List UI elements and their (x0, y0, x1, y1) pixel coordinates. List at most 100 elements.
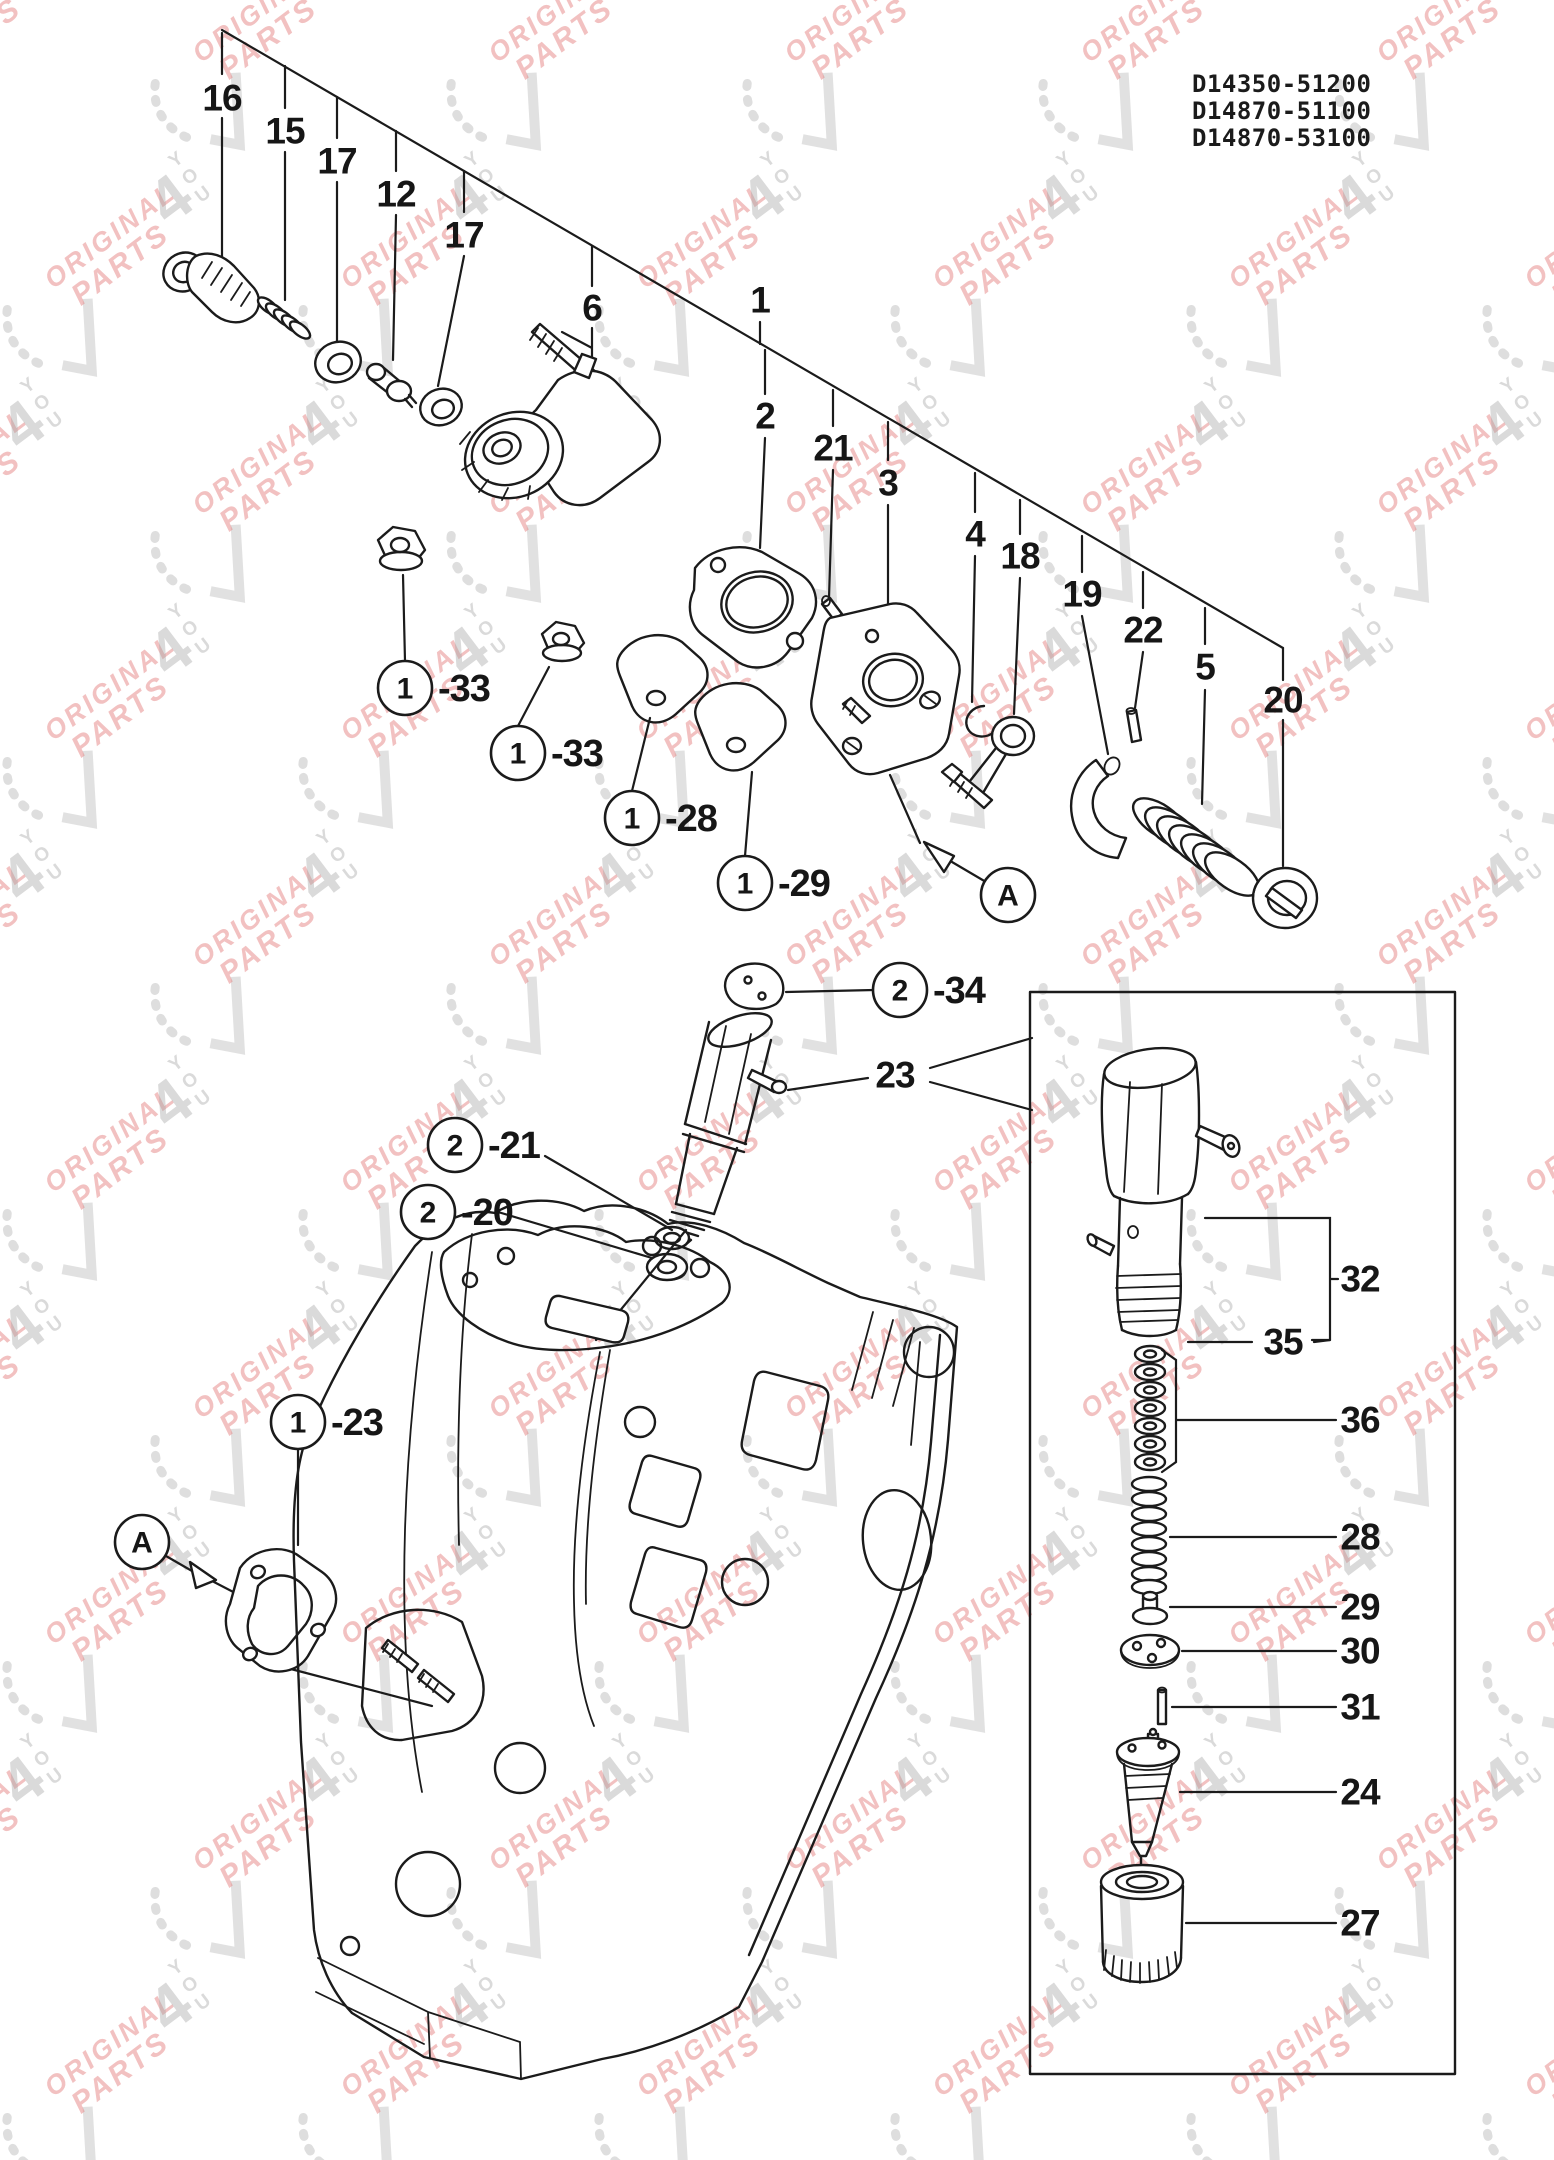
shim-part-28 (616, 634, 709, 724)
ref-suffix: -23 (331, 1402, 383, 1444)
watermark-word-original: ORIGINAL (1519, 177, 1554, 295)
callout-label-12: 12 (376, 174, 416, 215)
engine-block (292, 1199, 959, 2081)
watermark-word-parts: PARTS (0, 0, 28, 86)
watermark-checkmark-icon (653, 298, 690, 377)
ref-suffix: -34 (933, 970, 986, 1012)
watermark-dotted-arc-icon (2, 1202, 44, 1272)
assembly-axis (220, 28, 1285, 868)
watermark-checkmark-icon (1245, 298, 1282, 377)
ref-circle (376, 659, 434, 717)
watermark-dotted-arc-icon (1186, 750, 1228, 820)
watermark-checkmark-icon (1541, 2106, 1554, 2160)
ref-symbol: 2 (447, 1130, 464, 1163)
circled-ref-r23: 1-23 (269, 1393, 384, 1451)
detail-holder-part-32 (1086, 1046, 1241, 1338)
callout-label-16: 16 (202, 78, 242, 119)
ref-circle (489, 724, 547, 782)
spring-part-5 (1131, 797, 1261, 897)
nut-part-33b (540, 620, 586, 663)
ref-symbol: 1 (737, 868, 754, 901)
watermark-dotted-arc-icon (150, 1428, 192, 1498)
watermark-dotted-arc-icon (2, 750, 44, 820)
ref-circle (603, 789, 661, 847)
watermark-checkmark-icon (1245, 2106, 1282, 2160)
callout-label-3: 3 (878, 463, 898, 504)
ref-circle (399, 1183, 457, 1241)
watermark-checkmark-icon (61, 2106, 98, 2160)
plate-part-30d (1119, 1633, 1338, 1669)
watermark-word-original: ORIGINAL (1519, 1533, 1554, 1651)
watermark-dotted-arc-icon (1038, 524, 1080, 594)
watermark-dotted-arc-icon (446, 72, 488, 142)
watermark-checkmark-icon (653, 1654, 690, 1733)
holder-part-6 (459, 352, 661, 507)
nut-part-33a (376, 525, 427, 572)
circled-ref-aLeft: A (113, 1513, 171, 1571)
nut-part-27d (1099, 1863, 1338, 1984)
watermark-checkmark-icon (1245, 750, 1282, 829)
watermark-dotted-arc-icon (1334, 976, 1376, 1046)
watermark-checkmark-icon (1541, 298, 1554, 377)
ref-symbol: 1 (510, 738, 527, 771)
watermark-checkmark-icon (1097, 524, 1134, 603)
part-number-2: D14870-51100 (1192, 97, 1371, 125)
watermark-word-original: ORIGINAL (1519, 629, 1554, 747)
watermark-checkmark-icon (209, 976, 246, 1055)
callout-label-19: 19 (1062, 574, 1102, 615)
callout-label-17a: 17 (317, 141, 356, 182)
watermark-checkmark-icon (653, 750, 690, 829)
watermark-checkmark-icon (61, 298, 98, 377)
circled-ref-r29: 1-29 (716, 854, 831, 912)
watermark-checkmark-icon (801, 72, 838, 151)
circled-ref-r33b: 1-33 (489, 724, 604, 782)
callout-label-35: 35 (1263, 1322, 1303, 1363)
watermark-dotted-arc-icon (1038, 976, 1080, 1046)
watermark-dotted-arc-icon (594, 2106, 636, 2160)
callout-label-5: 5 (1195, 647, 1215, 688)
ref-circle (426, 1116, 484, 1174)
circled-ref-r28: 1-28 (603, 789, 718, 847)
washer-part-17a (314, 340, 362, 384)
watermark-dotted-arc-icon (1186, 2106, 1228, 2160)
watermark-checkmark-icon (61, 1202, 98, 1281)
watermark-dotted-arc-icon (890, 1654, 932, 1724)
watermark-dotted-arc-icon (1186, 1202, 1228, 1272)
watermark-checkmark-icon (1393, 976, 1430, 1055)
callout-label-31: 31 (1340, 1687, 1380, 1728)
part-number-3: D14870-53100 (1192, 124, 1371, 152)
ref-circle (269, 1393, 327, 1451)
watermark-checkmark-icon (801, 1880, 838, 1959)
circled-ref-r20: 2-20 (399, 1183, 514, 1241)
watermark-dotted-arc-icon (150, 976, 192, 1046)
shim-part-29 (694, 682, 787, 772)
watermark-checkmark-icon (1245, 1654, 1282, 1733)
callout-label-28: 28 (1340, 1517, 1380, 1558)
watermark-word-original: ORIGINAL (1519, 1081, 1554, 1199)
watermark-checkmark-icon (1393, 524, 1430, 603)
watermark-checkmark-icon (357, 1202, 394, 1281)
